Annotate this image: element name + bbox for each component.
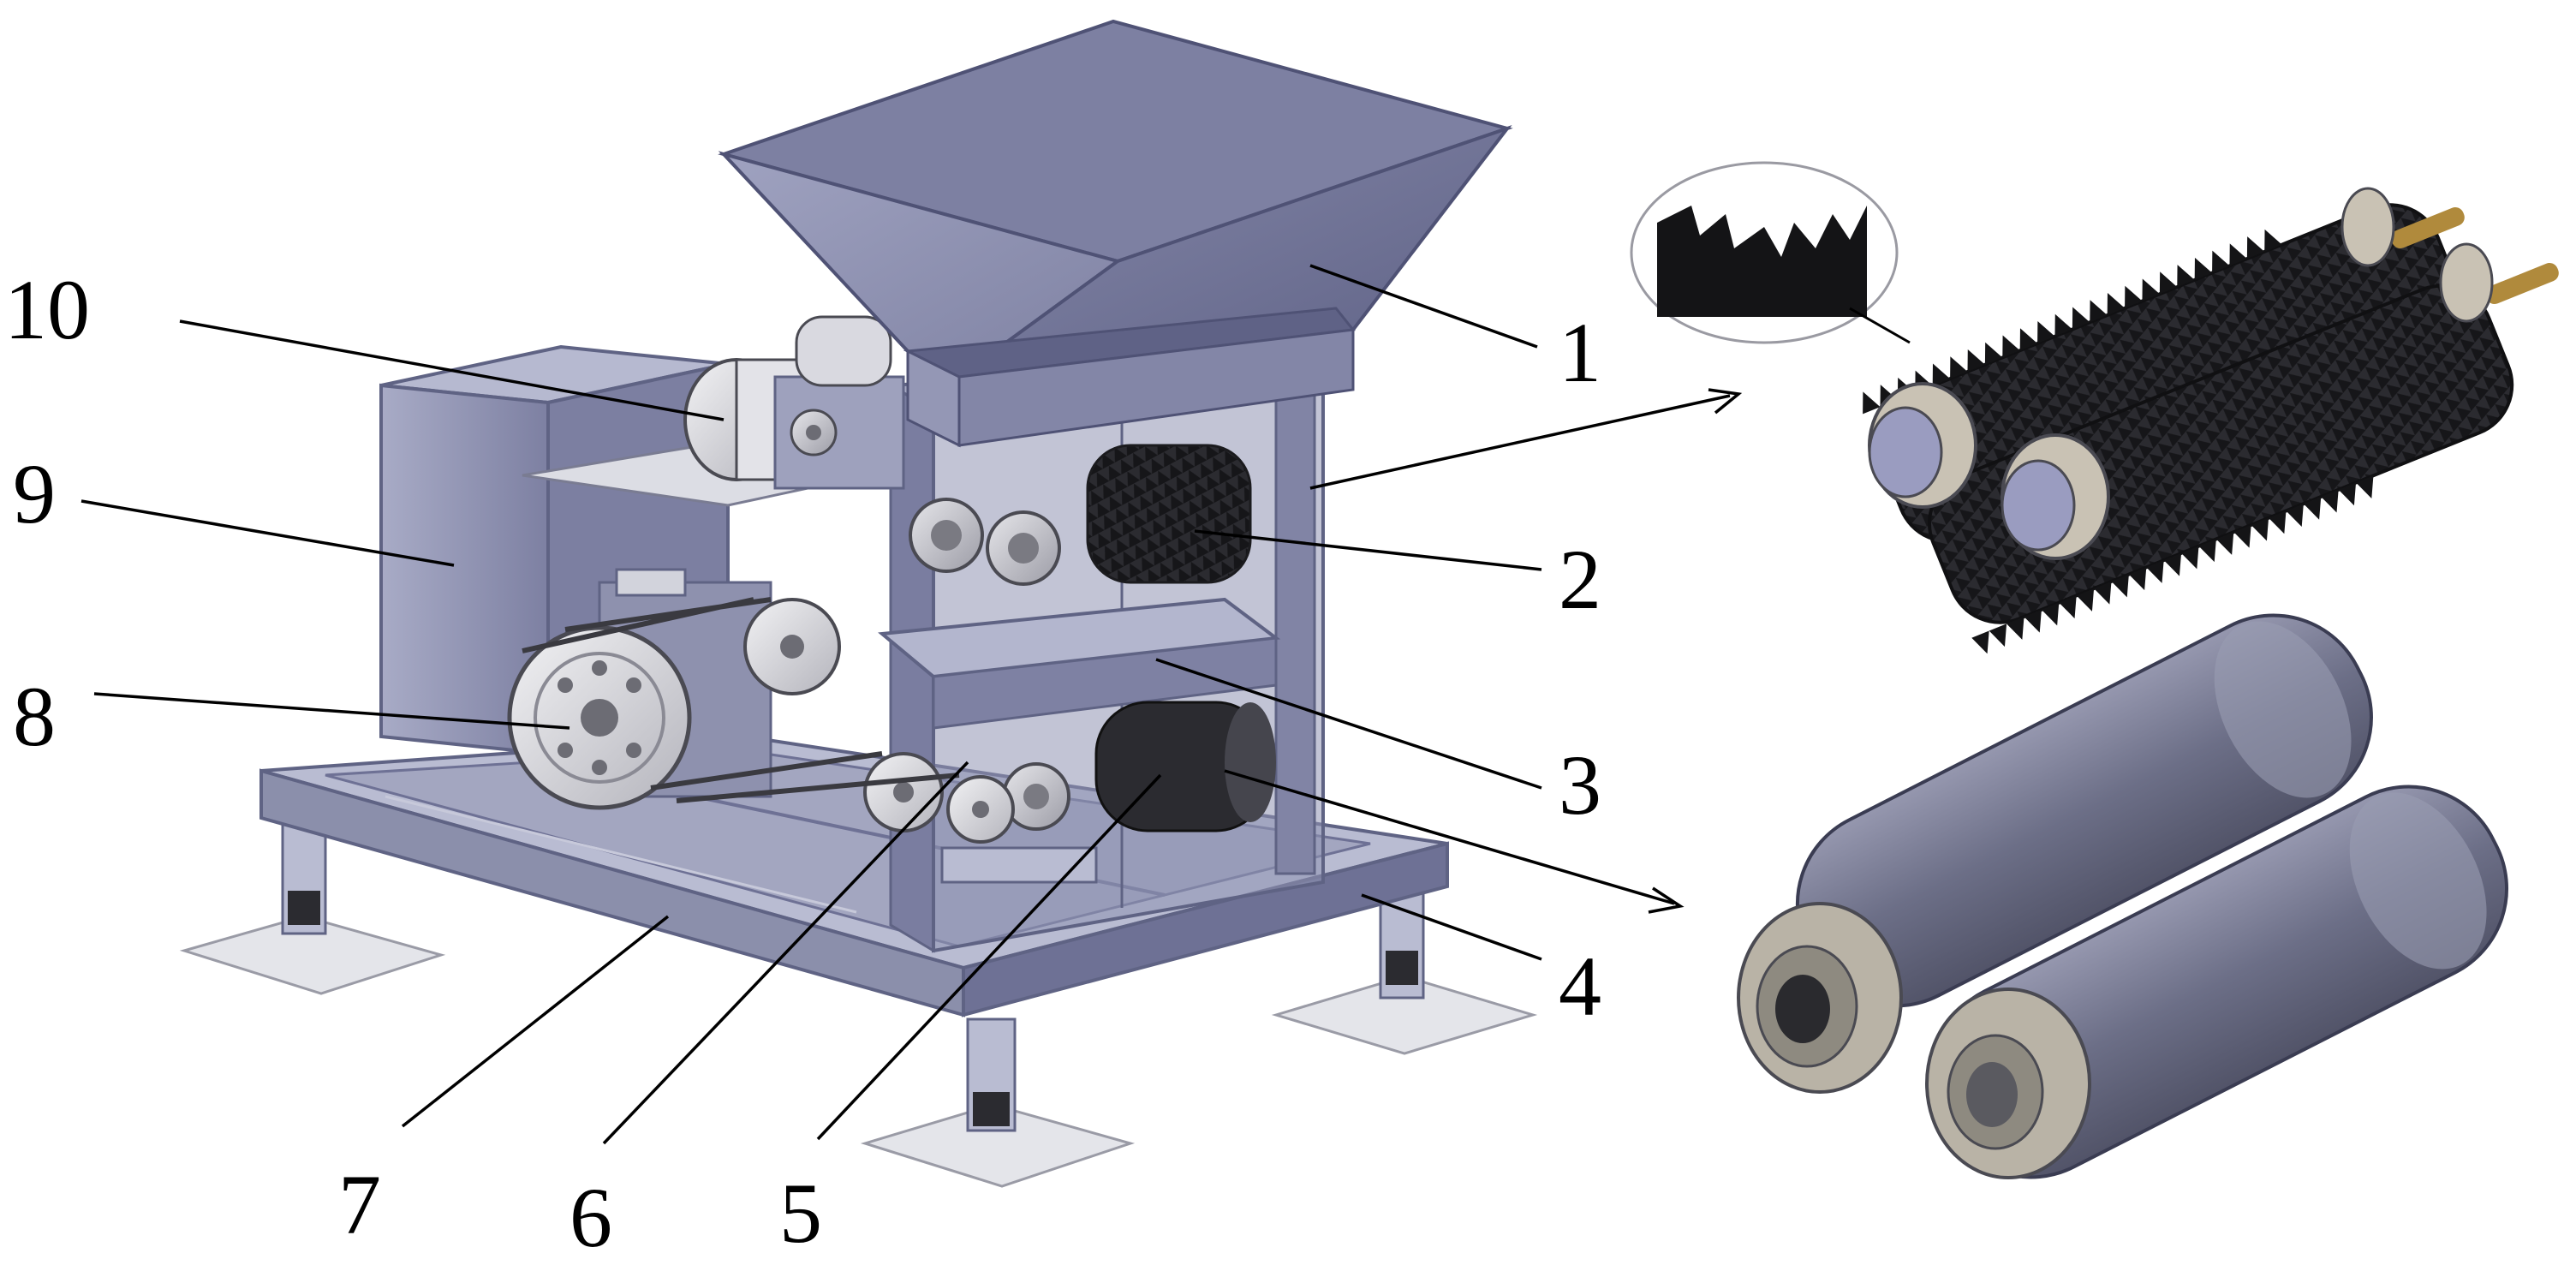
top-motor (683, 315, 905, 490)
label-7: 7 (338, 1157, 381, 1252)
label-2: 2 (1559, 532, 1601, 627)
part-labels: 1 2 3 4 5 6 7 8 9 10 (4, 262, 1601, 1265)
screen-tray (878, 597, 1281, 730)
drive-belt-lower (650, 751, 960, 803)
roller-bearing-block (940, 846, 1098, 884)
detail-arrows (1224, 388, 1743, 914)
bearing-hub-a (1868, 382, 1977, 509)
label-8: 8 (13, 669, 56, 764)
label-5: 5 (779, 1166, 822, 1261)
motor-and-pulleys (507, 568, 1015, 844)
feed-hopper (718, 19, 1513, 448)
drive-belt-upper (522, 597, 772, 653)
bearing-hub-b (2001, 433, 2110, 560)
label-10: 10 (4, 262, 90, 357)
machine-assembly (80, 19, 1743, 1188)
toothed-roller-detail (1630, 161, 2559, 654)
end-flange-b (1925, 988, 2091, 1179)
end-flange-a (1737, 902, 1903, 1094)
shaft-a (2391, 206, 2465, 249)
label-3: 3 (1559, 737, 1601, 832)
shaft-b (2485, 262, 2559, 305)
label-6: 6 (569, 1170, 612, 1265)
label-9: 9 (13, 446, 56, 541)
foot-plate-right (1271, 975, 1538, 1055)
foot-plate-front (860, 1103, 1136, 1188)
tooth-profile (1657, 206, 1867, 317)
foot-plate-left (179, 915, 446, 995)
label-4: 4 (1559, 939, 1601, 1034)
leader-lines (80, 264, 1542, 1145)
toothed-rollers-in-machine (909, 444, 1252, 586)
label-1: 1 (1559, 305, 1601, 400)
legs (281, 820, 1425, 1132)
smooth-roller-detail (1737, 613, 2509, 1179)
